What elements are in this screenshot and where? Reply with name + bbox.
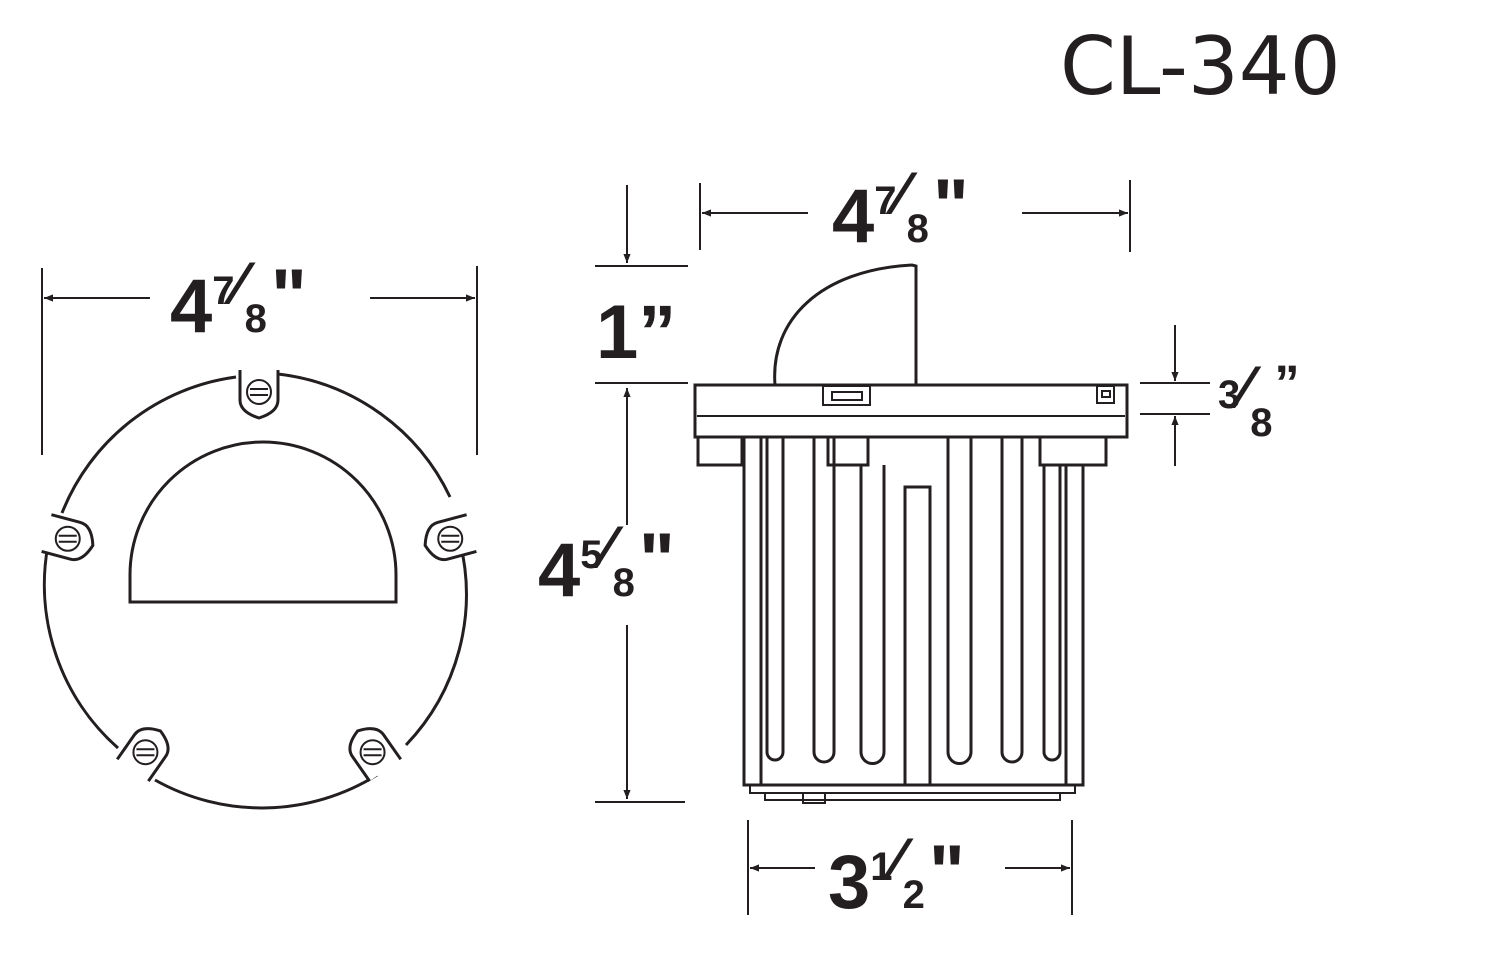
model-title: CL-340 <box>1060 20 1341 113</box>
dome-height-unit: ” <box>638 290 676 375</box>
body-height-whole: 4 <box>538 528 580 613</box>
body-height-dimension: 45⁄8" <box>538 388 685 803</box>
dome-height-whole: 1 <box>596 290 638 375</box>
heatsink-slot <box>946 437 973 765</box>
base-width-whole: 3 <box>828 840 870 925</box>
screw-icon <box>246 379 272 405</box>
tab <box>696 435 744 467</box>
screw-icon <box>437 525 464 552</box>
flange-num: 3 <box>1218 373 1240 417</box>
body-outline <box>742 437 1085 787</box>
base-width-unit: " <box>929 830 965 915</box>
svg-text:47⁄8": 47⁄8" <box>832 160 969 259</box>
base-width-num: 1 <box>870 845 892 889</box>
heatsink-slot <box>1000 437 1024 764</box>
screw-tab <box>238 370 280 420</box>
side-width-whole: 4 <box>832 174 874 259</box>
flange-den: 8 <box>1250 401 1272 445</box>
body-height-den: 8 <box>613 561 635 605</box>
svg-text:1”: 1” <box>596 290 676 375</box>
base-plate <box>749 785 1076 801</box>
flange <box>693 383 1129 439</box>
base-width-dimension: 31⁄2" <box>747 820 1073 925</box>
side-width-num: 7 <box>874 179 896 223</box>
heatsink-slot <box>812 437 836 764</box>
screw-tab <box>41 513 95 562</box>
flange-unit: ” <box>1275 355 1300 411</box>
side-width-dimension: 47⁄8" <box>699 160 1131 259</box>
front-width-den: 8 <box>245 297 267 341</box>
light-opening <box>128 440 398 604</box>
body-height-unit: " <box>639 518 675 603</box>
heatsink-slot <box>859 465 886 765</box>
svg-text:47⁄8": 47⁄8" <box>170 250 307 349</box>
screw-tab <box>116 727 170 782</box>
screw-icon <box>359 739 386 766</box>
side-width-unit: " <box>933 164 969 249</box>
svg-text:31⁄2": 31⁄2" <box>828 826 965 925</box>
svg-text:45⁄8": 45⁄8" <box>538 514 675 613</box>
tab <box>1038 435 1108 467</box>
side-view <box>693 263 1129 804</box>
tab <box>826 435 870 467</box>
trim-ring-outline <box>42 372 468 810</box>
dome-hood <box>773 263 918 386</box>
svg-text:3⁄8”: 3⁄8” <box>1218 354 1300 445</box>
front-width-whole: 4 <box>170 264 212 349</box>
dome-height-dimension: 1” <box>595 185 688 384</box>
front-width-dimension: 47⁄8" <box>41 250 478 455</box>
front-view <box>41 370 477 810</box>
heatsink-slot <box>765 437 785 762</box>
center-bar <box>903 485 932 785</box>
side-width-den: 8 <box>907 207 929 251</box>
flange-dimension: 3⁄8” <box>1140 325 1300 466</box>
screw-icon <box>132 739 159 766</box>
screw-tab <box>423 513 477 562</box>
heatsink-slot <box>1042 465 1062 762</box>
body-height-num: 5 <box>580 533 602 577</box>
screw-tab <box>348 727 402 782</box>
front-width-unit: " <box>271 254 307 339</box>
base-width-den: 2 <box>903 873 925 917</box>
screw-icon <box>54 525 81 552</box>
front-width-num: 7 <box>212 269 234 313</box>
